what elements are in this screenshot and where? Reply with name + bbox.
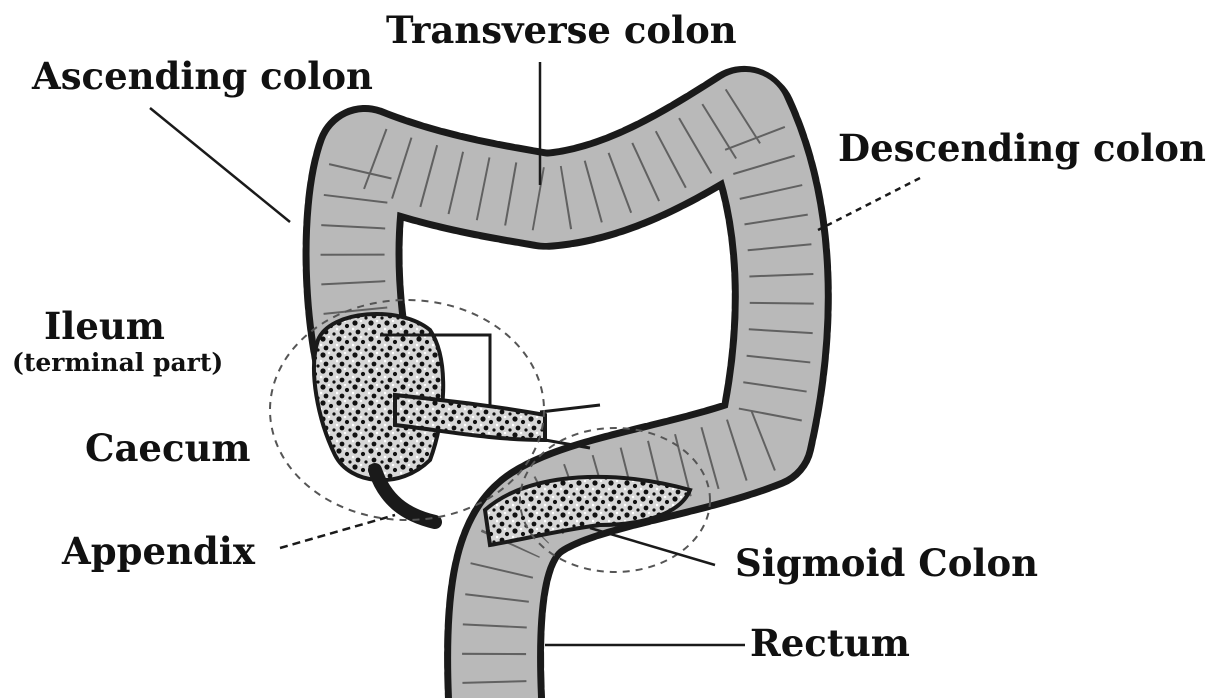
label-rectum: Rectum <box>750 625 910 662</box>
label-ileum-subtitle: (terminal part) <box>12 350 223 375</box>
label-descending-colon: Descending colon <box>838 130 1206 167</box>
label-appendix: Appendix <box>62 533 255 570</box>
label-caecum: Caecum <box>85 430 251 467</box>
label-transverse-colon: Transverse colon <box>386 12 737 49</box>
leader-sigmoid <box>590 528 715 565</box>
label-ascending-colon: Ascending colon <box>32 58 373 95</box>
label-sigmoid-colon: Sigmoid Colon <box>735 545 1038 582</box>
leader-ascending <box>150 108 290 222</box>
leader-appendix <box>280 515 395 548</box>
leader-descending <box>818 178 920 230</box>
label-ileum: Ileum <box>44 308 165 345</box>
